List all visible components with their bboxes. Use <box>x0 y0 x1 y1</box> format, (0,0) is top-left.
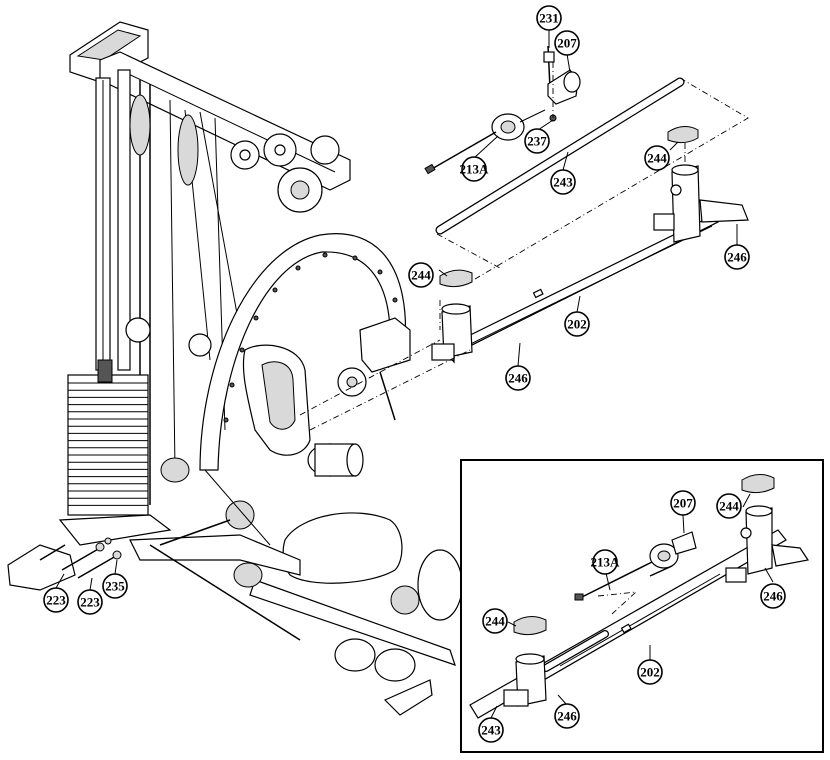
arc-hole <box>223 417 229 423</box>
callout-inset_callouts-p246b: 246 <box>554 703 580 729</box>
arc-hole <box>392 297 398 303</box>
arc-hole <box>229 382 235 388</box>
callout-label: 202 <box>640 665 660 680</box>
callout-label: 244 <box>647 151 667 166</box>
arc-hole <box>272 287 278 293</box>
callout-circle <box>644 145 670 171</box>
callout-inset_callouts-p207: 207 <box>670 490 696 516</box>
tube-upright-left <box>431 303 473 361</box>
callout-circle <box>408 262 434 288</box>
callout-circle <box>554 30 580 56</box>
callout-label: 207 <box>673 496 693 511</box>
callout-label: 246 <box>763 589 783 604</box>
upper-pulleys <box>125 94 340 357</box>
callout-label: 246 <box>508 371 528 386</box>
callout-callouts-p244b: 244 <box>408 262 434 288</box>
callout-label: 243 <box>553 175 573 190</box>
callout-label: 231 <box>539 11 559 26</box>
callout-label: 207 <box>557 36 577 51</box>
fasteners-223-235 <box>61 537 122 579</box>
callout-label: 246 <box>727 250 747 265</box>
callout-inset_callouts-p243: 243 <box>478 717 504 743</box>
callout-callouts-p235: 235 <box>102 573 128 599</box>
callout-circle <box>77 589 103 615</box>
callout-circle <box>592 549 618 575</box>
cap-244-lower <box>439 269 473 288</box>
callout-callouts-p202: 202 <box>564 311 590 337</box>
callout-circle <box>564 311 590 337</box>
callout-circle <box>524 128 550 154</box>
leader-lines <box>55 30 738 591</box>
callout-callouts-p244a: 244 <box>644 145 670 171</box>
callout-label: 223 <box>46 593 66 608</box>
gym-frame <box>7 21 463 716</box>
bar-243 <box>435 77 685 235</box>
callout-inset_callouts-p244a: 244 <box>716 493 742 519</box>
arc-hole <box>295 265 301 271</box>
arc-hole <box>253 315 259 321</box>
callout-callouts-p243: 243 <box>550 169 576 195</box>
callout-label: 223 <box>80 595 100 610</box>
callout-circle <box>478 717 504 743</box>
callout-label: 202 <box>567 317 587 332</box>
callout-label: 244 <box>719 499 739 514</box>
arc-hole <box>239 347 245 353</box>
callout-circle <box>550 169 576 195</box>
callout-circle <box>482 608 508 634</box>
callout-circle <box>102 573 128 599</box>
callout-inset_callouts-p202: 202 <box>637 659 663 685</box>
callout-inset_callouts-p213a: 213A <box>591 549 621 575</box>
callout-circle <box>716 493 742 519</box>
callout-circle <box>536 5 562 31</box>
callout-circle <box>670 490 696 516</box>
callout-label: 243 <box>481 723 501 738</box>
arc-hole <box>377 269 383 275</box>
tube-upright-right <box>653 164 749 243</box>
leg-rollers <box>160 443 463 682</box>
detail-inset <box>460 459 824 753</box>
callout-callouts-p231: 231 <box>536 5 562 31</box>
callout-callouts-p237: 237 <box>524 128 550 154</box>
callout-label: 237 <box>527 134 547 149</box>
callout-circle <box>760 583 786 609</box>
callout-label: 246 <box>557 709 577 724</box>
callout-circle <box>505 365 531 391</box>
callout-label: 244 <box>485 614 505 629</box>
arc-holes <box>223 252 398 423</box>
callout-circle <box>43 587 69 613</box>
arc-hole <box>352 255 358 261</box>
callout-circle <box>637 659 663 685</box>
weight-stack <box>67 359 149 516</box>
callout-inset_callouts-p246a: 246 <box>760 583 786 609</box>
callout-circle <box>724 244 750 270</box>
pulley-assembly-213a <box>424 45 581 175</box>
callout-callouts-p246b: 246 <box>505 365 531 391</box>
callout-callouts-p246a: 246 <box>724 244 750 270</box>
callout-label: 213A <box>591 555 621 570</box>
arc-hole <box>322 252 328 258</box>
callout-label: 235 <box>105 579 125 594</box>
callout-inset_callouts-p244b: 244 <box>482 608 508 634</box>
callout-callouts-p223b: 223 <box>77 589 103 615</box>
assembly-lines <box>299 62 749 431</box>
callout-label: 244 <box>411 268 431 283</box>
callout-label: 213A <box>460 162 490 177</box>
callout-callouts-p213a: 213A <box>460 156 490 182</box>
callout-callouts-p207: 207 <box>554 30 580 56</box>
cap-244-upper <box>667 126 699 144</box>
callout-callouts-p223a: 223 <box>43 587 69 613</box>
callout-circle <box>554 703 580 729</box>
callout-circle <box>461 156 487 182</box>
